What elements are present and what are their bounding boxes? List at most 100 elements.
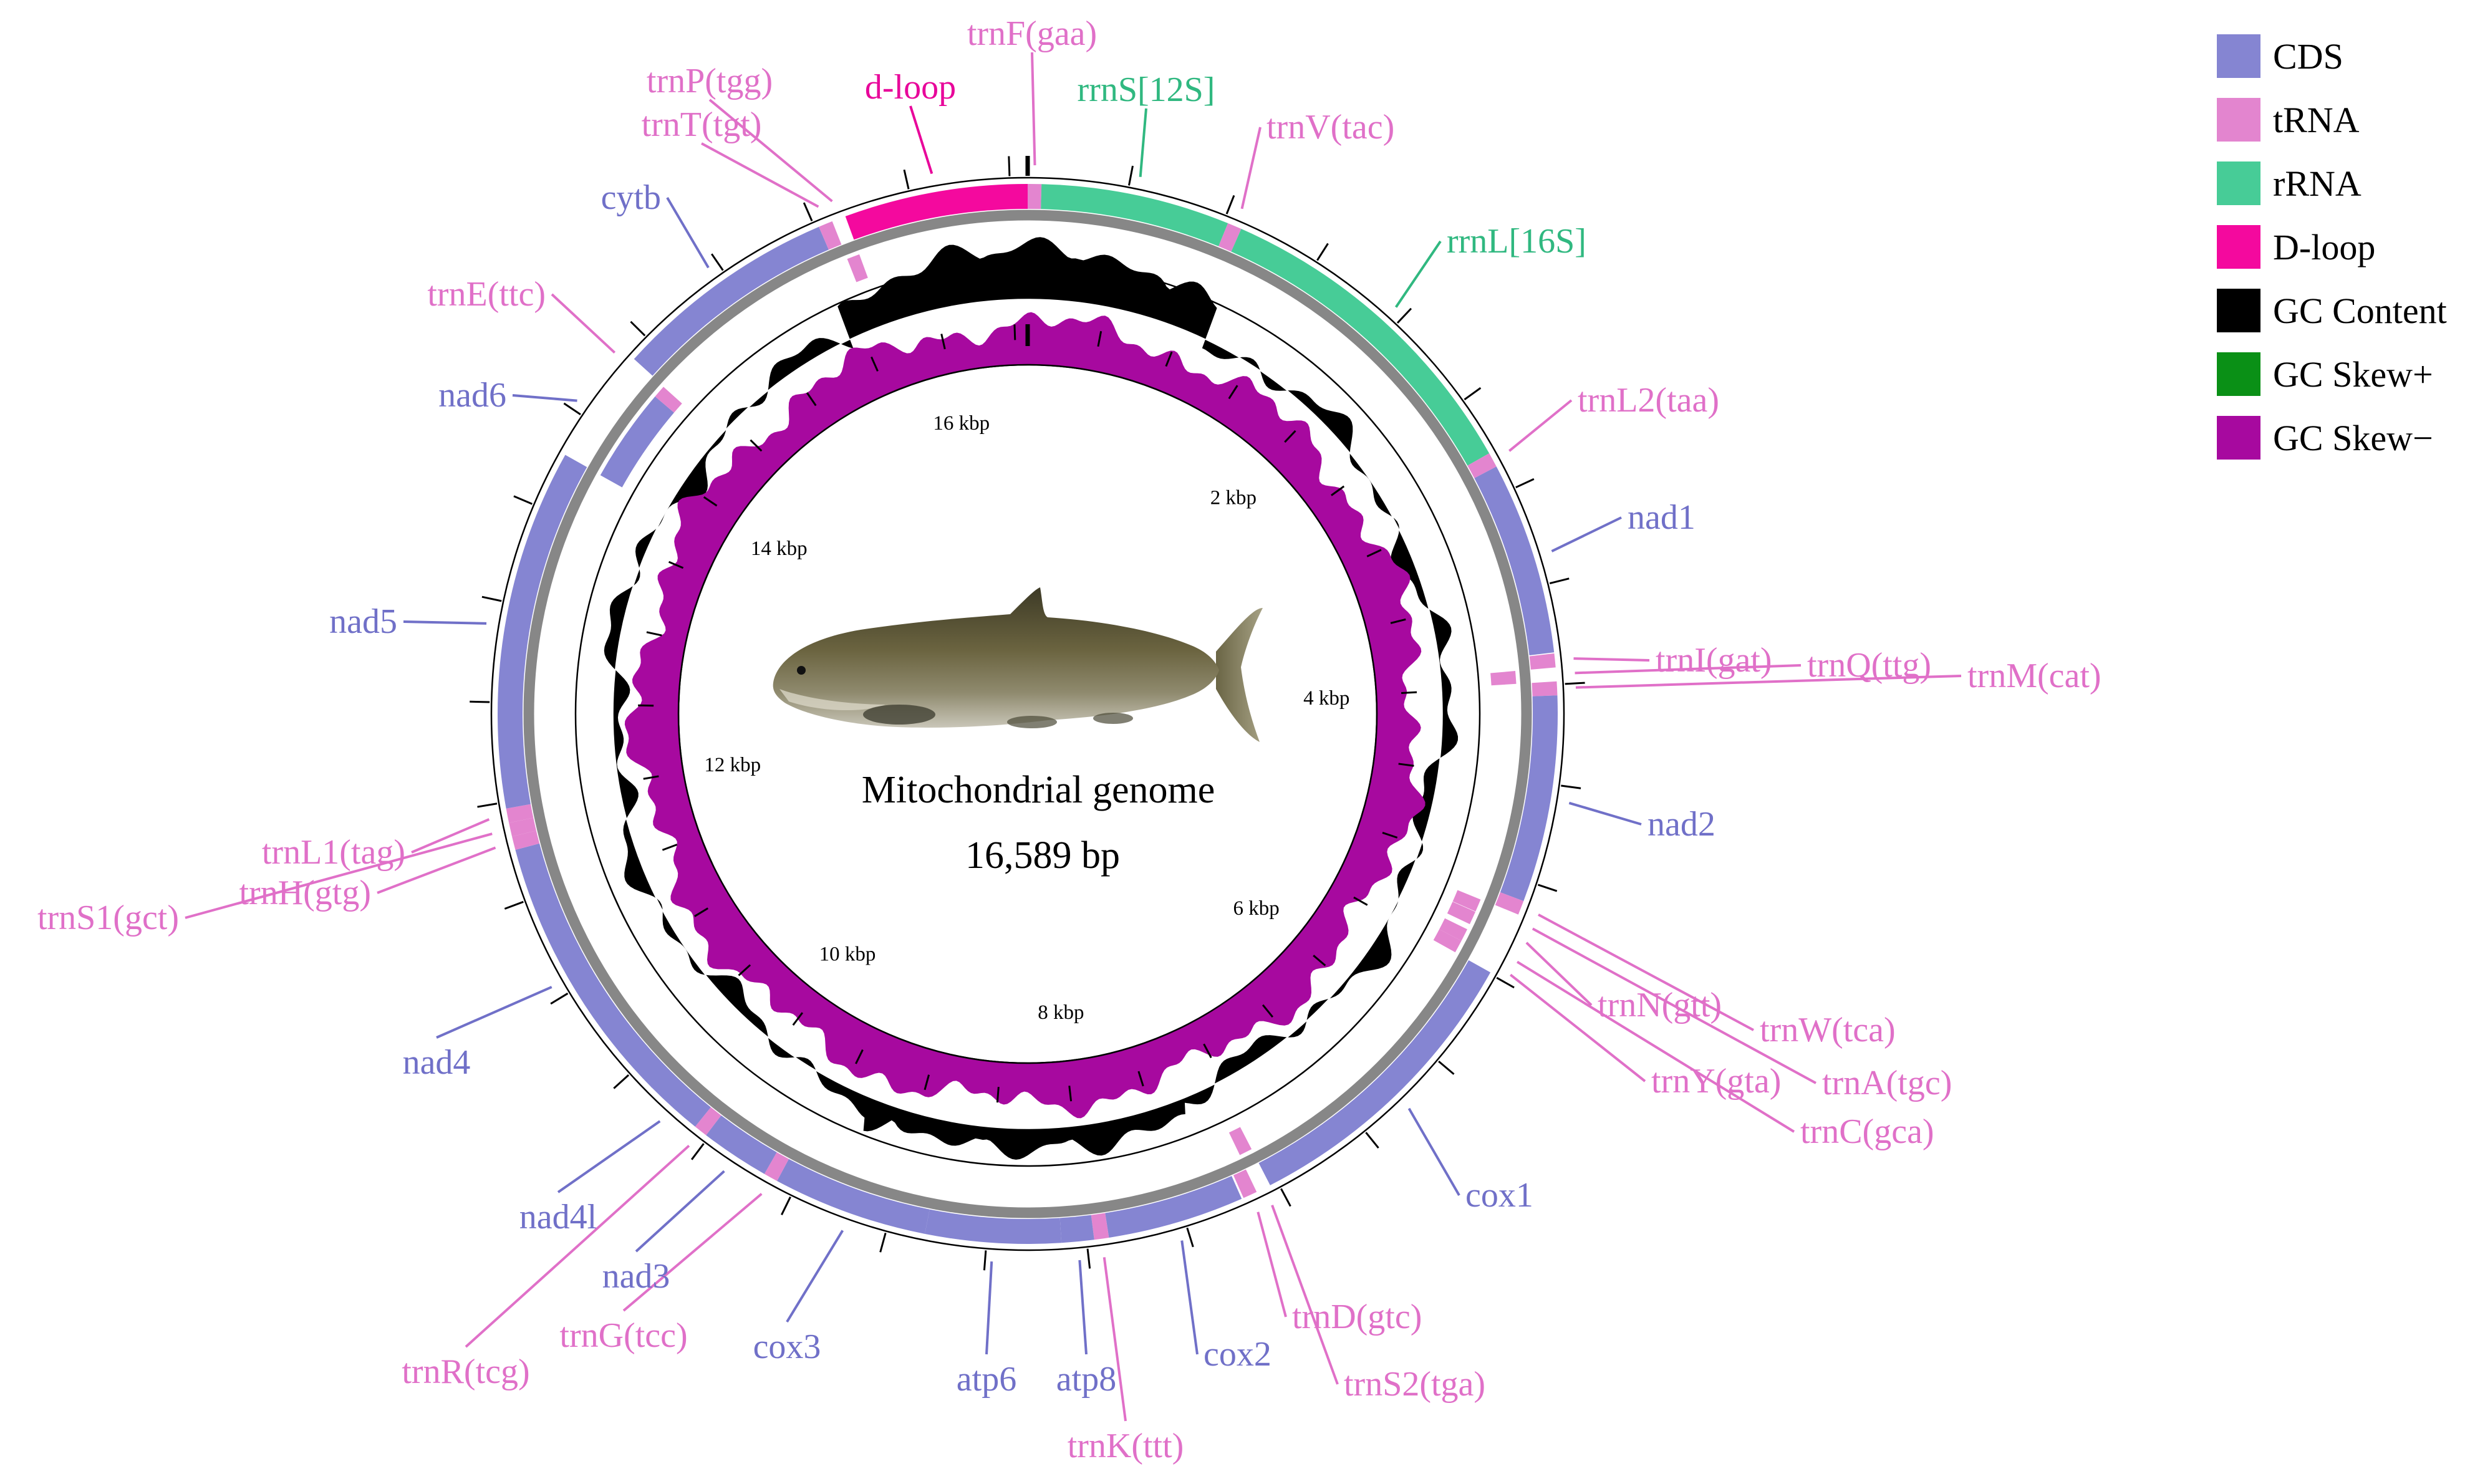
scale-tick-minor [1137, 1071, 1144, 1087]
feature-arc-nad6 [600, 396, 674, 488]
feature-label-trns2-tga: trnS2(tga) [1344, 1365, 1485, 1404]
outer-tick [1316, 243, 1329, 261]
legend-label-rrna: rRNA [2273, 163, 2362, 204]
feature-arc-trnp-tgg [847, 254, 868, 282]
leader-line-trnr-tcg [465, 1144, 690, 1348]
kbp-label: 12 kbp [704, 754, 761, 776]
feature-arc-trny-gta [1433, 929, 1462, 953]
outer-tick [1438, 1060, 1455, 1075]
feature-arc-trnf-gaa [1028, 184, 1042, 210]
scale-tick-minor [1228, 385, 1238, 400]
leader-line-trnf-gaa [1031, 52, 1036, 166]
feature-label-trnf-gaa: trnF(gaa) [967, 14, 1097, 53]
scale-tick-minor [694, 907, 709, 917]
feature-arc-atp8 [1059, 1215, 1094, 1243]
leader-line-d-loop [909, 105, 934, 175]
kbp-label: 14 kbp [751, 537, 808, 560]
legend-label-trna: tRNA [2273, 100, 2360, 140]
outer-tick [1186, 1227, 1194, 1248]
feature-label-nad2: nad2 [1648, 805, 1715, 844]
feature-track [497, 184, 1558, 1244]
feature-label-cox1: cox1 [1465, 1176, 1533, 1215]
outer-tick [1280, 1188, 1291, 1207]
scale-tick-major [1401, 691, 1417, 695]
outer-tick [470, 700, 490, 703]
kbp-label: 10 kbp [819, 943, 876, 965]
leader-line-trny-gta [1509, 973, 1646, 1082]
feature-label-nad6: nad6 [438, 376, 506, 415]
feature-label-trnr-tcg: trnR(tcg) [402, 1352, 529, 1391]
outer-tick [1549, 577, 1570, 585]
feature-arc-nad4 [515, 843, 670, 1088]
feature-arc-cox1 [1258, 960, 1491, 1185]
feature-label-trng-tcc: trnG(tcc) [559, 1316, 687, 1355]
leader-line-trnn-gtt [1525, 942, 1593, 1006]
feature-label-trnc-gca: trnC(gca) [1800, 1112, 1934, 1151]
scale-tick-minor [668, 561, 684, 569]
feature-arc-trnl2-taa [1467, 453, 1497, 478]
kbp-label: 8 kbp [1038, 1001, 1084, 1024]
scale-tick-minor [871, 356, 879, 372]
outer-tick [477, 802, 498, 808]
feature-label-nad4: nad4 [403, 1043, 471, 1082]
feature-arc-nad2 [1500, 695, 1558, 902]
leader-line-trnl2-taa [1508, 399, 1573, 452]
leader-line-trnc-gca [1517, 960, 1795, 1133]
leader-line-trnw-tca [1538, 913, 1754, 1031]
outer-tick [1561, 784, 1581, 789]
feature-arc-trnn-gtt [1447, 902, 1475, 925]
outer-tick [1396, 307, 1412, 324]
feature-label-trnm-cat: trnM(cat) [1967, 657, 2101, 695]
leader-line-trna-tgc [1532, 927, 1816, 1084]
outer-tick [504, 900, 524, 910]
outer-tick [781, 1196, 791, 1215]
feature-arc-rrns-12s [1041, 184, 1228, 247]
scale-tick-minor [924, 1074, 930, 1091]
scale-tick-minor [1398, 763, 1414, 767]
legend-label-gc-content: GC Content [2273, 291, 2447, 331]
feature-arc-trnv-tac [1218, 223, 1242, 252]
feature-label-trna-tgc: trnA(tgc) [1822, 1064, 1952, 1102]
leader-line-cox3 [786, 1230, 844, 1323]
legend-label-d-loop: D-loop [2273, 227, 2375, 267]
leader-line-atp6 [985, 1261, 993, 1355]
feature-label-d-loop: d-loop [865, 68, 956, 107]
legend-swatch-trna [2217, 98, 2260, 142]
outer-tick [613, 1074, 630, 1089]
gc-content-track [604, 237, 1459, 1160]
leader-line-trnt-tgt [701, 142, 819, 208]
kbp-label: 16 kbp [933, 412, 990, 435]
feature-label-nad3: nad3 [602, 1257, 670, 1296]
leader-line-cox2 [1180, 1240, 1199, 1355]
outer-tick [1225, 195, 1235, 214]
feature-label-trne-ttc: trnE(ttc) [427, 275, 546, 314]
leader-line-trns2-tga [1271, 1205, 1339, 1385]
legend-swatch-gc-skewminus [2217, 416, 2260, 460]
feature-arc-trns1-gct [509, 817, 536, 837]
feature-arc-nad4l [650, 1069, 711, 1127]
scale-tick-minor [1165, 351, 1173, 367]
scale-tick-minor [1097, 330, 1102, 347]
feature-arc-trnw-tca [1495, 892, 1524, 915]
leader-line-trnm-cat [1575, 675, 1962, 689]
feature-label-trnw-tca: trnW(tca) [1760, 1011, 1896, 1049]
scale-tick-minor [738, 964, 751, 976]
feature-label-cox2: cox2 [1204, 1335, 1271, 1374]
leader-line-cox1 [1407, 1107, 1460, 1197]
leader-line-nad4 [436, 986, 552, 1039]
outer-tick [691, 1143, 705, 1160]
feature-arc-cox3 [777, 1159, 930, 1234]
scale-tick-major [1284, 430, 1296, 443]
scale-tick-minor [1390, 618, 1406, 624]
scale-tick-minor [638, 704, 654, 707]
feature-arc-nad1 [1474, 466, 1555, 655]
scale-tick-major [792, 1012, 804, 1026]
leader-line-rrns-12s [1139, 108, 1147, 177]
feature-arc-trnd-gtc [1233, 1169, 1257, 1198]
feature-label-trny-gta: trnY(gta) [1651, 1062, 1781, 1101]
scale-tick-minor [1262, 1004, 1274, 1018]
scale-tick-minor [646, 631, 662, 637]
outer-tick [1496, 976, 1515, 989]
